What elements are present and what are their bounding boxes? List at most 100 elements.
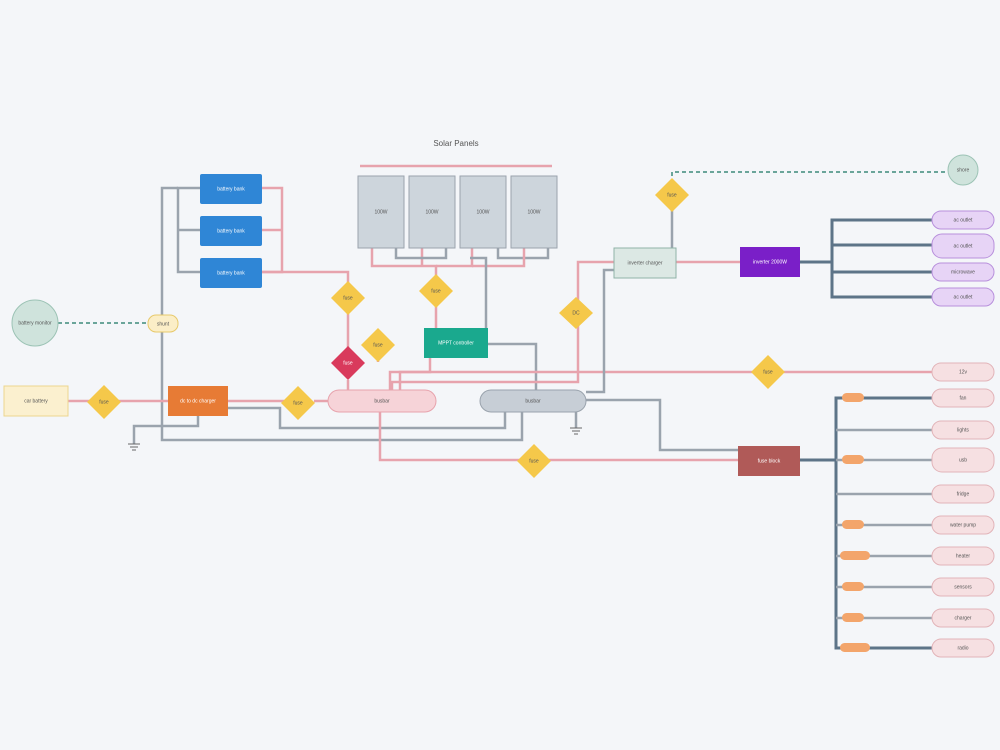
battery[interactable]: battery bank (200, 216, 262, 246)
svg-text:shunt: shunt (157, 321, 170, 327)
dc-branch-wires (836, 428, 932, 620)
svg-text:battery bank: battery bank (217, 186, 245, 192)
battery-bank: battery bank battery bank battery bank (200, 174, 262, 288)
ac-outputs: ac outlet ac outlet microwave ac outlet (931, 210, 995, 307)
mppt-to-neg (488, 342, 538, 392)
dcdc-ground (132, 416, 200, 444)
svg-text:inverter charger: inverter charger (627, 260, 662, 266)
neg-to-fuseblock (560, 398, 738, 452)
svg-text:fuse: fuse (667, 192, 677, 198)
shore-power[interactable]: shore (947, 154, 979, 186)
fuse-diamond[interactable]: fuse (281, 386, 315, 420)
solar-panel[interactable]: 100W (408, 175, 456, 249)
solar-neg-1 (394, 248, 448, 260)
solar-pos-4 (472, 248, 526, 268)
inline-fuse[interactable] (840, 551, 870, 560)
svg-text:100W: 100W (527, 209, 540, 215)
dc-output[interactable]: usb (931, 447, 995, 473)
fuse-diamond[interactable]: fuse (751, 355, 785, 389)
svg-text:battery monitor: battery monitor (18, 320, 52, 326)
svg-text:radio: radio (957, 645, 968, 651)
svg-text:ac outlet: ac outlet (954, 217, 974, 223)
fuse-diamonds: fuse fuse fuse fuse fuse fuse fuse fuse (87, 178, 785, 478)
inverter[interactable]: inverter 2000W (740, 247, 800, 277)
fuse-diamond[interactable]: fuse (87, 385, 121, 419)
mppt-controller[interactable]: MPPT controller (424, 328, 488, 358)
busbar-positive[interactable]: busbar (327, 389, 437, 413)
ac-output[interactable]: ac outlet (931, 233, 995, 259)
battery-neg-wire (176, 186, 200, 274)
dc-output[interactable]: charger (931, 608, 995, 628)
busbar-negative[interactable]: busbar (479, 389, 587, 413)
svg-text:heater: heater (956, 553, 971, 559)
svg-text:charger: charger (955, 615, 972, 621)
fuse-diamond[interactable]: fuse (517, 444, 551, 478)
pos-to-fuseblock-1 (378, 410, 520, 462)
dc-dc-charger[interactable]: dc to dc charger (168, 386, 228, 416)
svg-text:fan: fan (960, 395, 967, 401)
dc-outputs: fan lights usb fridge water pump heater … (931, 388, 995, 658)
ac-bus-wires (800, 218, 932, 299)
pos-to-switch (398, 370, 756, 390)
svg-text:100W: 100W (374, 209, 387, 215)
dc-output[interactable]: lights (931, 420, 995, 440)
shore-wire (671, 171, 950, 190)
svg-text:fuse: fuse (431, 288, 441, 294)
mppt-to-pos (388, 358, 432, 392)
dc-output[interactable]: water pump (931, 515, 995, 535)
car-battery[interactable]: car battery (3, 385, 69, 417)
dc-output[interactable]: sensors (931, 577, 995, 597)
svg-text:car battery: car battery (24, 398, 48, 404)
svg-text:100W: 100W (476, 209, 489, 215)
solar-panel[interactable]: 100W (459, 175, 507, 249)
dc-output[interactable]: fan (931, 388, 995, 408)
svg-text:ac outlet: ac outlet (954, 243, 974, 249)
svg-text:battery bank: battery bank (217, 228, 245, 234)
svg-text:ac outlet: ac outlet (954, 294, 974, 300)
shunt[interactable]: shunt (147, 314, 179, 333)
svg-text:fridge: fridge (957, 491, 970, 497)
battery-monitor[interactable]: battery monitor (11, 299, 59, 347)
fuse-diamond[interactable]: fuse (655, 178, 689, 212)
svg-text:fuse: fuse (373, 342, 383, 348)
svg-text:shore: shore (957, 167, 970, 173)
dc-output[interactable]: heater (931, 546, 995, 566)
dc-output[interactable]: radio (931, 638, 995, 658)
fuse-block[interactable]: fuse block (738, 446, 800, 476)
svg-text:100W: 100W (425, 209, 438, 215)
ground-symbols (128, 427, 582, 451)
inline-fuse[interactable] (842, 393, 864, 402)
svg-text:DC: DC (572, 310, 580, 316)
breaker-diamond[interactable]: fuse (331, 346, 365, 380)
svg-text:fuse: fuse (343, 295, 353, 301)
svg-text:dc to dc charger: dc to dc charger (180, 398, 216, 404)
svg-text:water pump: water pump (950, 522, 976, 528)
pos-to-dc (390, 324, 580, 390)
dc-output[interactable]: fridge (931, 484, 995, 504)
inline-fuse[interactable] (842, 613, 864, 622)
ground-icon (128, 443, 140, 451)
ac-output[interactable]: ac outlet (931, 287, 995, 307)
solar-panel[interactable]: 100W (510, 175, 558, 249)
solar-neg-down (470, 256, 488, 330)
dc-disconnect-diamond[interactable]: DC (559, 297, 593, 329)
ac-output[interactable]: ac outlet (931, 210, 995, 230)
inline-fuse[interactable] (842, 582, 864, 591)
output-12v[interactable]: 12v (931, 362, 995, 382)
ac-output[interactable]: microwave (931, 262, 995, 282)
svg-text:fuse: fuse (529, 458, 539, 464)
inverter-charger[interactable]: inverter charger (613, 247, 677, 279)
inline-fuse[interactable] (840, 643, 870, 652)
svg-text:12v: 12v (959, 369, 968, 375)
fuse-diamond[interactable]: fuse (419, 274, 453, 308)
battery[interactable]: battery bank (200, 258, 262, 288)
battery[interactable]: battery bank (200, 174, 262, 204)
fuse-diamond[interactable]: fuse (361, 328, 395, 362)
inline-fuse[interactable] (842, 520, 864, 529)
solar-panel[interactable]: 100W (357, 175, 405, 249)
svg-text:microwave: microwave (951, 269, 975, 275)
svg-text:inverter 2000W: inverter 2000W (753, 259, 787, 265)
inline-fuse[interactable] (842, 455, 864, 464)
fuse-diamond[interactable]: fuse (331, 281, 365, 315)
